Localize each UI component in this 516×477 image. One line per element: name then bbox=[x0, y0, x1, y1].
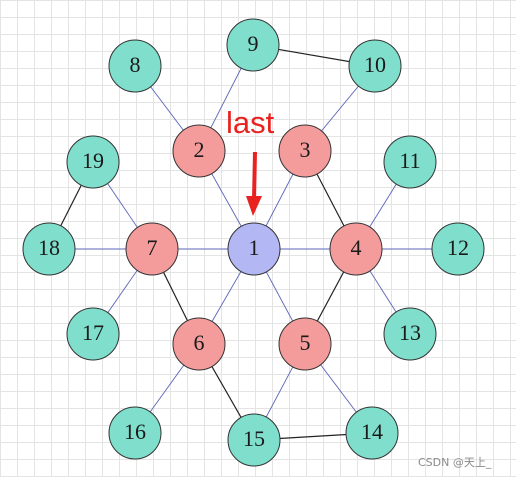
annotation-arrow-shaft bbox=[252, 151, 257, 201]
node-11: 11 bbox=[383, 135, 437, 189]
node-label-6: 6 bbox=[194, 330, 205, 355]
node-label-13: 13 bbox=[399, 320, 421, 345]
node-17: 17 bbox=[66, 307, 120, 361]
node-label-17: 17 bbox=[82, 320, 104, 345]
node-15: 15 bbox=[227, 413, 281, 467]
node-circle-8 bbox=[108, 39, 162, 93]
node-1: 1 bbox=[227, 222, 281, 276]
node-2: 2 bbox=[172, 124, 226, 178]
node-label-12: 12 bbox=[447, 235, 469, 260]
node-label-16: 16 bbox=[124, 419, 146, 444]
node-9: 9 bbox=[226, 18, 280, 72]
node-circle-14 bbox=[345, 406, 399, 460]
node-label-19: 19 bbox=[82, 148, 104, 173]
node-label-14: 14 bbox=[361, 419, 383, 444]
node-label-15: 15 bbox=[243, 426, 265, 451]
node-5: 5 bbox=[278, 317, 332, 371]
node-circle-12 bbox=[431, 222, 485, 276]
node-circle-16 bbox=[108, 406, 162, 460]
node-circle-5 bbox=[278, 317, 332, 371]
watermark: CSDN @天上_ bbox=[418, 456, 492, 469]
node-16: 16 bbox=[108, 406, 162, 460]
node-14: 14 bbox=[345, 406, 399, 460]
node-circle-19 bbox=[66, 135, 120, 189]
node-circle-15 bbox=[227, 413, 281, 467]
annotation-label: last bbox=[226, 105, 275, 140]
node-circle-1 bbox=[227, 222, 281, 276]
node-label-2: 2 bbox=[194, 137, 205, 162]
node-label-5: 5 bbox=[300, 330, 311, 355]
annotation-layer: last bbox=[226, 105, 275, 216]
node-label-18: 18 bbox=[38, 235, 60, 260]
node-label-8: 8 bbox=[130, 52, 141, 77]
node-circle-18 bbox=[22, 222, 76, 276]
node-circle-13 bbox=[383, 307, 437, 361]
node-circle-3 bbox=[278, 124, 332, 178]
node-circle-6 bbox=[172, 317, 226, 371]
node-3: 3 bbox=[278, 124, 332, 178]
node-6: 6 bbox=[172, 317, 226, 371]
node-label-3: 3 bbox=[300, 137, 311, 162]
node-circle-7 bbox=[125, 222, 179, 276]
node-circle-17 bbox=[66, 307, 120, 361]
node-label-9: 9 bbox=[248, 31, 259, 56]
node-circle-10 bbox=[348, 39, 402, 93]
node-7: 7 bbox=[125, 222, 179, 276]
node-label-10: 10 bbox=[364, 52, 386, 77]
node-19: 19 bbox=[66, 135, 120, 189]
node-label-11: 11 bbox=[399, 148, 420, 173]
node-10: 10 bbox=[348, 39, 402, 93]
annotation-arrow-head bbox=[246, 196, 262, 216]
node-4: 4 bbox=[329, 222, 383, 276]
node-label-7: 7 bbox=[147, 235, 158, 260]
node-circle-4 bbox=[329, 222, 383, 276]
node-18: 18 bbox=[22, 222, 76, 276]
node-label-1: 1 bbox=[249, 235, 260, 260]
node-13: 13 bbox=[383, 307, 437, 361]
node-circle-2 bbox=[172, 124, 226, 178]
node-8: 8 bbox=[108, 39, 162, 93]
node-circle-9 bbox=[226, 18, 280, 72]
node-12: 12 bbox=[431, 222, 485, 276]
node-circle-11 bbox=[383, 135, 437, 189]
node-label-4: 4 bbox=[351, 235, 362, 260]
